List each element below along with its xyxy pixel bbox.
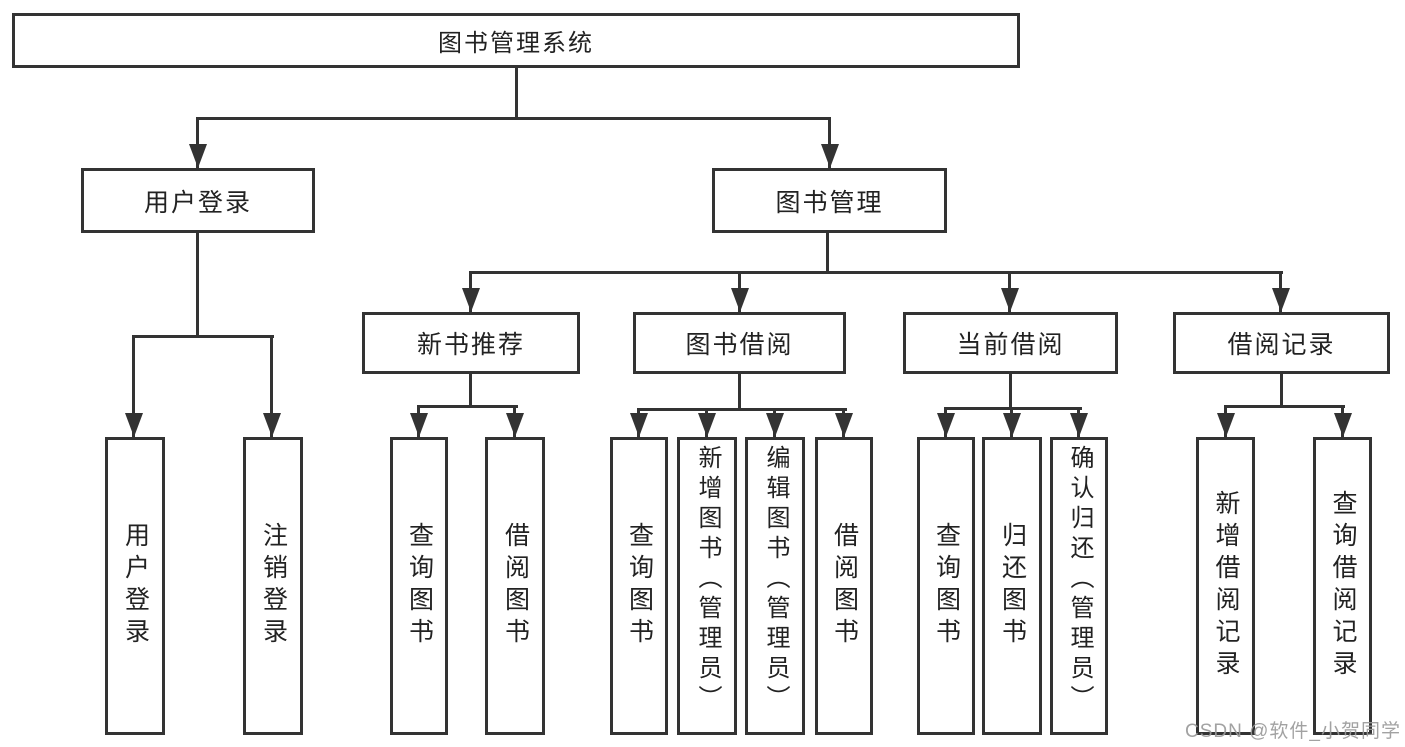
connector-line [828, 117, 831, 168]
arrow-down-icon [766, 413, 784, 437]
connector-line [270, 335, 273, 437]
node-leaf-edit-books-admin-label: 编辑图书（管理员） [762, 445, 789, 715]
node-book-borrow: 图书借阅 [633, 312, 846, 374]
node-user-login-label: 用户登录 [143, 188, 252, 217]
node-leaf-query-books-bb: 查询图书 [610, 437, 668, 735]
arrow-down-icon [506, 413, 524, 437]
node-leaf-logout: 注销登录 [243, 437, 303, 735]
node-leaf-query-books-rec-label: 查询图书 [405, 522, 434, 650]
arrow-down-icon [410, 413, 428, 437]
node-leaf-query-books-cb: 查询图书 [917, 437, 975, 735]
watermark: CSDN @软件_小贺同学 [1185, 721, 1401, 742]
connector-line [133, 335, 274, 338]
connector-line [417, 405, 518, 408]
node-leaf-confirm-return-admin: 确认归还（管理员） [1050, 437, 1108, 735]
connector-line [944, 407, 1082, 410]
arrow-down-icon [125, 413, 143, 437]
node-leaf-user-login-label: 用户登录 [121, 522, 150, 650]
arrow-down-icon [731, 288, 749, 312]
node-leaf-borrow-books-bb-label: 借阅图书 [830, 522, 859, 650]
arrow-down-icon [835, 413, 853, 437]
arrow-down-icon [821, 144, 839, 168]
connector-line [826, 233, 829, 274]
arrow-down-icon [1334, 413, 1352, 437]
arrow-down-icon [263, 413, 281, 437]
node-leaf-user-login: 用户登录 [105, 437, 165, 735]
node-leaf-add-borrow-record-label: 新增借阅记录 [1212, 490, 1240, 682]
node-leaf-query-books-cb-label: 查询图书 [932, 522, 961, 650]
node-leaf-borrow-books-bb: 借阅图书 [815, 437, 873, 735]
connector-line [197, 117, 831, 120]
node-leaf-query-books-bb-label: 查询图书 [625, 522, 654, 650]
node-root-label: 图书管理系统 [438, 30, 594, 57]
node-user-login: 用户登录 [81, 168, 315, 233]
node-leaf-add-borrow-record: 新增借阅记录 [1196, 437, 1255, 735]
node-leaf-return-books-label: 归还图书 [998, 522, 1027, 650]
node-leaf-add-books-admin-label: 新增图书（管理员） [694, 445, 721, 715]
connector-line [196, 233, 199, 337]
connector-line [132, 335, 135, 437]
connector-line [515, 68, 518, 120]
node-book-mgmt-label: 图书管理 [775, 188, 884, 217]
connector-line [469, 374, 472, 408]
node-leaf-borrow-books-rec: 借阅图书 [485, 437, 545, 735]
arrow-down-icon [189, 144, 207, 168]
node-current-borrow: 当前借阅 [903, 312, 1118, 374]
connector-line [1224, 405, 1345, 408]
connector-line [196, 117, 199, 168]
node-leaf-add-books-admin: 新增图书（管理员） [677, 437, 737, 735]
node-leaf-query-borrow-record: 查询借阅记录 [1313, 437, 1372, 735]
arrow-down-icon [937, 413, 955, 437]
node-leaf-query-books-rec: 查询图书 [390, 437, 448, 735]
arrow-down-icon [1001, 288, 1019, 312]
node-book-borrow-label: 图书借阅 [685, 331, 794, 359]
node-leaf-edit-books-admin: 编辑图书（管理员） [745, 437, 805, 735]
node-borrow-records: 借阅记录 [1173, 312, 1390, 374]
node-new-book-rec: 新书推荐 [362, 312, 580, 374]
arrow-down-icon [698, 413, 716, 437]
arrow-down-icon [1003, 413, 1021, 437]
connector-line [738, 374, 741, 411]
node-leaf-query-borrow-record-label: 查询借阅记录 [1329, 490, 1357, 682]
arrow-down-icon [1217, 413, 1235, 437]
node-borrow-records-label: 借阅记录 [1227, 331, 1336, 359]
node-current-borrow-label: 当前借阅 [956, 331, 1065, 359]
node-new-book-rec-label: 新书推荐 [416, 331, 525, 359]
connector-line [1009, 374, 1012, 410]
arrow-down-icon [1272, 288, 1290, 312]
node-leaf-return-books: 归还图书 [982, 437, 1042, 735]
arrow-down-icon [630, 413, 648, 437]
node-root: 图书管理系统 [12, 13, 1020, 68]
node-leaf-logout-label: 注销登录 [259, 522, 288, 650]
node-leaf-borrow-books-rec-label: 借阅图书 [501, 522, 530, 650]
arrow-down-icon [462, 288, 480, 312]
connector-line [469, 271, 1283, 274]
arrow-down-icon [1070, 413, 1088, 437]
connector-line [637, 408, 847, 411]
connector-line [1280, 374, 1283, 408]
node-leaf-confirm-return-admin-label: 确认归还（管理员） [1066, 445, 1093, 715]
node-book-mgmt: 图书管理 [712, 168, 947, 233]
